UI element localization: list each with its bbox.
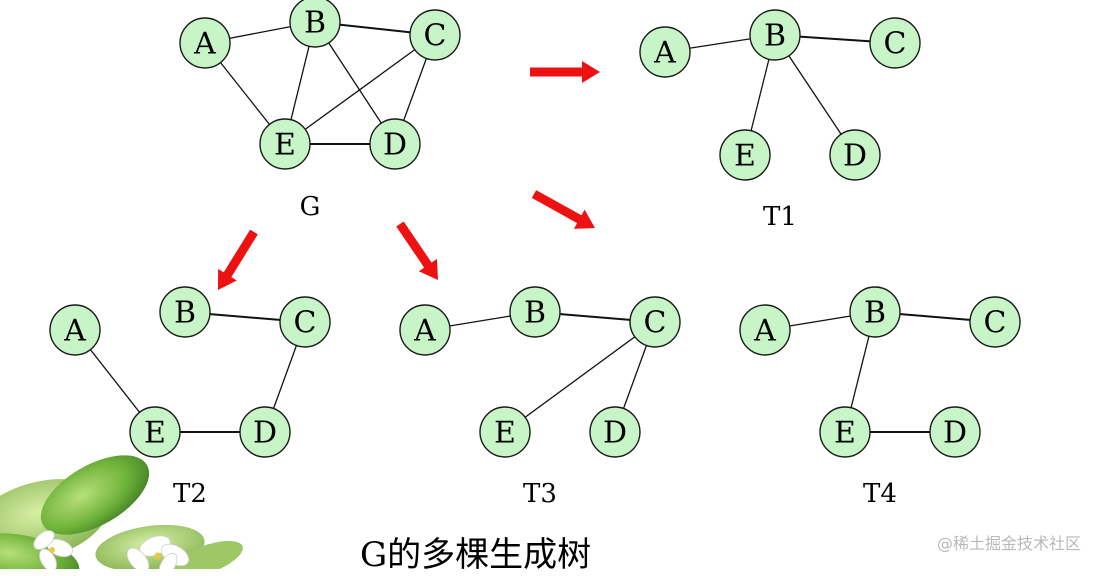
node-label: D xyxy=(843,139,867,174)
arrow-to-t2 xyxy=(218,229,258,290)
node-label: A xyxy=(753,314,776,349)
node-label: B xyxy=(304,6,326,41)
node-label: D xyxy=(943,416,967,451)
node-a: A xyxy=(49,304,101,356)
node-b: B xyxy=(289,0,341,48)
node-label: E xyxy=(734,139,756,174)
node-circle xyxy=(719,129,771,181)
graph-label: T4 xyxy=(863,479,897,509)
node-b: B xyxy=(509,286,561,338)
node-label: A xyxy=(653,36,676,71)
graph-label: G xyxy=(300,192,321,222)
node-circle xyxy=(829,129,881,181)
node-d: D xyxy=(829,129,881,181)
node-circle xyxy=(639,26,691,78)
caption: G的多棵生成树 xyxy=(360,535,592,575)
node-label: A xyxy=(413,314,436,349)
graph-label: T3 xyxy=(523,479,557,509)
node-circle xyxy=(479,406,531,458)
node-circle xyxy=(869,17,921,69)
graph-t3: A B C D ET3 xyxy=(399,286,681,509)
node-label: C xyxy=(294,306,317,341)
node-circle xyxy=(239,406,291,458)
graph-label: T2 xyxy=(173,479,207,509)
edge-c-e xyxy=(504,321,656,433)
node-c: C xyxy=(969,296,1021,348)
node-label: E xyxy=(494,416,516,451)
node-label: E xyxy=(144,416,166,451)
node-b: B xyxy=(159,286,211,338)
arrow-to-t1-diag xyxy=(531,190,595,229)
node-label: B xyxy=(764,19,786,54)
node-c: C xyxy=(869,17,921,69)
node-d: D xyxy=(369,118,421,170)
graph-t2: A B C D ET2 xyxy=(49,286,331,509)
node-label: C xyxy=(984,306,1007,341)
node-circle xyxy=(159,286,211,338)
arrows xyxy=(218,61,600,290)
node-circle xyxy=(409,9,461,61)
node-circle xyxy=(589,406,641,458)
node-circle xyxy=(289,0,341,48)
node-label: D xyxy=(603,416,627,451)
node-e: E xyxy=(479,406,531,458)
node-label: E xyxy=(834,416,856,451)
watermark: @稀土掘金技术社区 xyxy=(936,534,1081,553)
node-a: A xyxy=(639,26,691,78)
node-circle xyxy=(739,304,791,356)
node-label: B xyxy=(174,296,196,331)
node-e: E xyxy=(259,118,311,170)
node-label: C xyxy=(644,306,667,341)
graph-t4: A B C D ET4 xyxy=(739,286,1021,509)
node-a: A xyxy=(399,304,451,356)
node-circle xyxy=(969,296,1021,348)
node-c: C xyxy=(629,296,681,348)
node-label: D xyxy=(253,416,277,451)
node-circle xyxy=(749,9,801,61)
node-a: A xyxy=(739,304,791,356)
arrow-to-t1 xyxy=(530,61,600,83)
node-label: C xyxy=(884,27,907,62)
node-circle xyxy=(399,304,451,356)
node-circle xyxy=(279,296,331,348)
node-e: E xyxy=(719,129,771,181)
graph-label: T1 xyxy=(763,202,797,232)
node-circle xyxy=(49,304,101,356)
node-circle xyxy=(819,406,871,458)
node-c: C xyxy=(409,9,461,61)
node-circle xyxy=(179,17,231,69)
arrow-to-t3 xyxy=(396,221,438,280)
node-circle xyxy=(509,286,561,338)
node-label: B xyxy=(524,296,546,331)
node-circle xyxy=(629,296,681,348)
node-b: B xyxy=(849,286,901,338)
graph-g: A B C D EG xyxy=(179,0,461,222)
node-label: E xyxy=(274,128,296,163)
node-circle xyxy=(369,118,421,170)
node-d: D xyxy=(239,406,291,458)
node-label: C xyxy=(424,19,447,54)
node-circle xyxy=(849,286,901,338)
node-circle xyxy=(929,406,981,458)
node-label: A xyxy=(63,314,86,349)
node-e: E xyxy=(129,406,181,458)
node-d: D xyxy=(589,406,641,458)
node-d: D xyxy=(929,406,981,458)
edge-c-e xyxy=(284,34,436,145)
graph-t1: A B C D ET1 xyxy=(639,9,921,232)
node-c: C xyxy=(279,296,331,348)
node-label: B xyxy=(864,296,886,331)
node-b: B xyxy=(749,9,801,61)
leaf-flower-decoration xyxy=(0,455,243,569)
node-label: A xyxy=(193,27,216,62)
node-e: E xyxy=(819,406,871,458)
node-circle xyxy=(259,118,311,170)
node-a: A xyxy=(179,17,231,69)
node-label: D xyxy=(383,128,407,163)
node-circle xyxy=(129,406,181,458)
